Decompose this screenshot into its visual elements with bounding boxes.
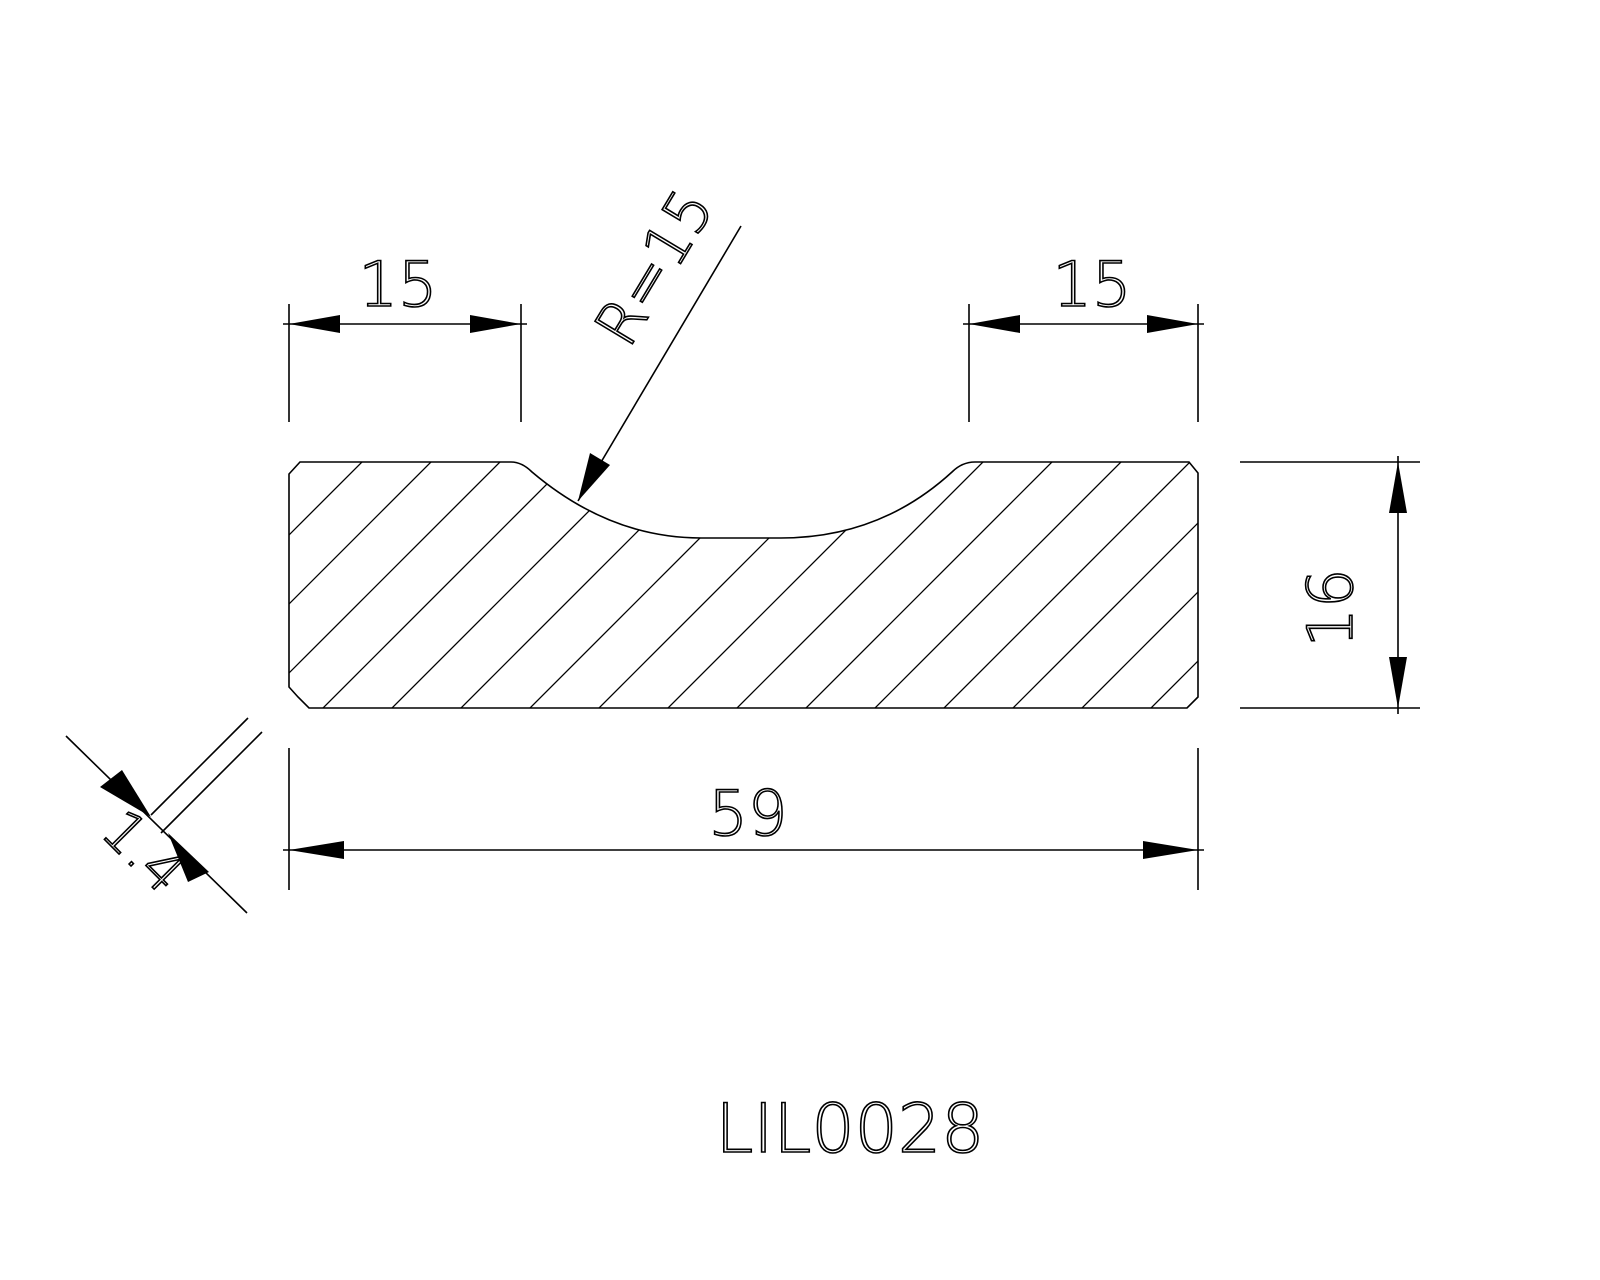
- dimension-chamfer: 1.4: [65, 717, 263, 914]
- hatch-line: [289, 462, 523, 708]
- dimension-height: 16: [1240, 456, 1420, 714]
- hatch-line: [1336, 440, 1600, 730]
- hatch-line: [783, 462, 1075, 708]
- dim-total-width-text: 59: [709, 777, 788, 850]
- hatch-line: [0, 440, 246, 730]
- hatch-line: [645, 462, 937, 708]
- hatch-line: [289, 462, 316, 708]
- hatch-line: [0, 440, 39, 730]
- profile-outline: [288, 461, 1199, 709]
- hatch-line: [0, 440, 177, 730]
- hatch-line: [714, 462, 1006, 708]
- hatch-line: [852, 462, 1144, 708]
- dim-right-width-text: 15: [1053, 248, 1132, 321]
- hatch-line: [921, 462, 1198, 708]
- hatch-line: [300, 462, 592, 708]
- hatch-line: [289, 462, 454, 708]
- dimension-right-width: 15: [963, 247, 1204, 422]
- hatch-line: [289, 462, 385, 708]
- part-code: LIL0028: [716, 1090, 985, 1169]
- hatch-line: [1059, 462, 1198, 708]
- dim-left-width-text: 15: [359, 248, 438, 321]
- hatch-line: [1128, 462, 1198, 708]
- dimension-total-width: 59: [283, 748, 1204, 890]
- dim-height-text: 16: [1294, 569, 1367, 648]
- hatch-line: [0, 440, 108, 730]
- hatch-line: [507, 462, 799, 708]
- radius-leader: R=15: [577, 177, 742, 502]
- hatch-line: [576, 462, 868, 708]
- hatch-line: [990, 462, 1198, 708]
- dim-radius-text: R=15: [582, 178, 729, 358]
- hatch-line: [369, 462, 661, 708]
- dimension-left-width: 15: [283, 247, 527, 422]
